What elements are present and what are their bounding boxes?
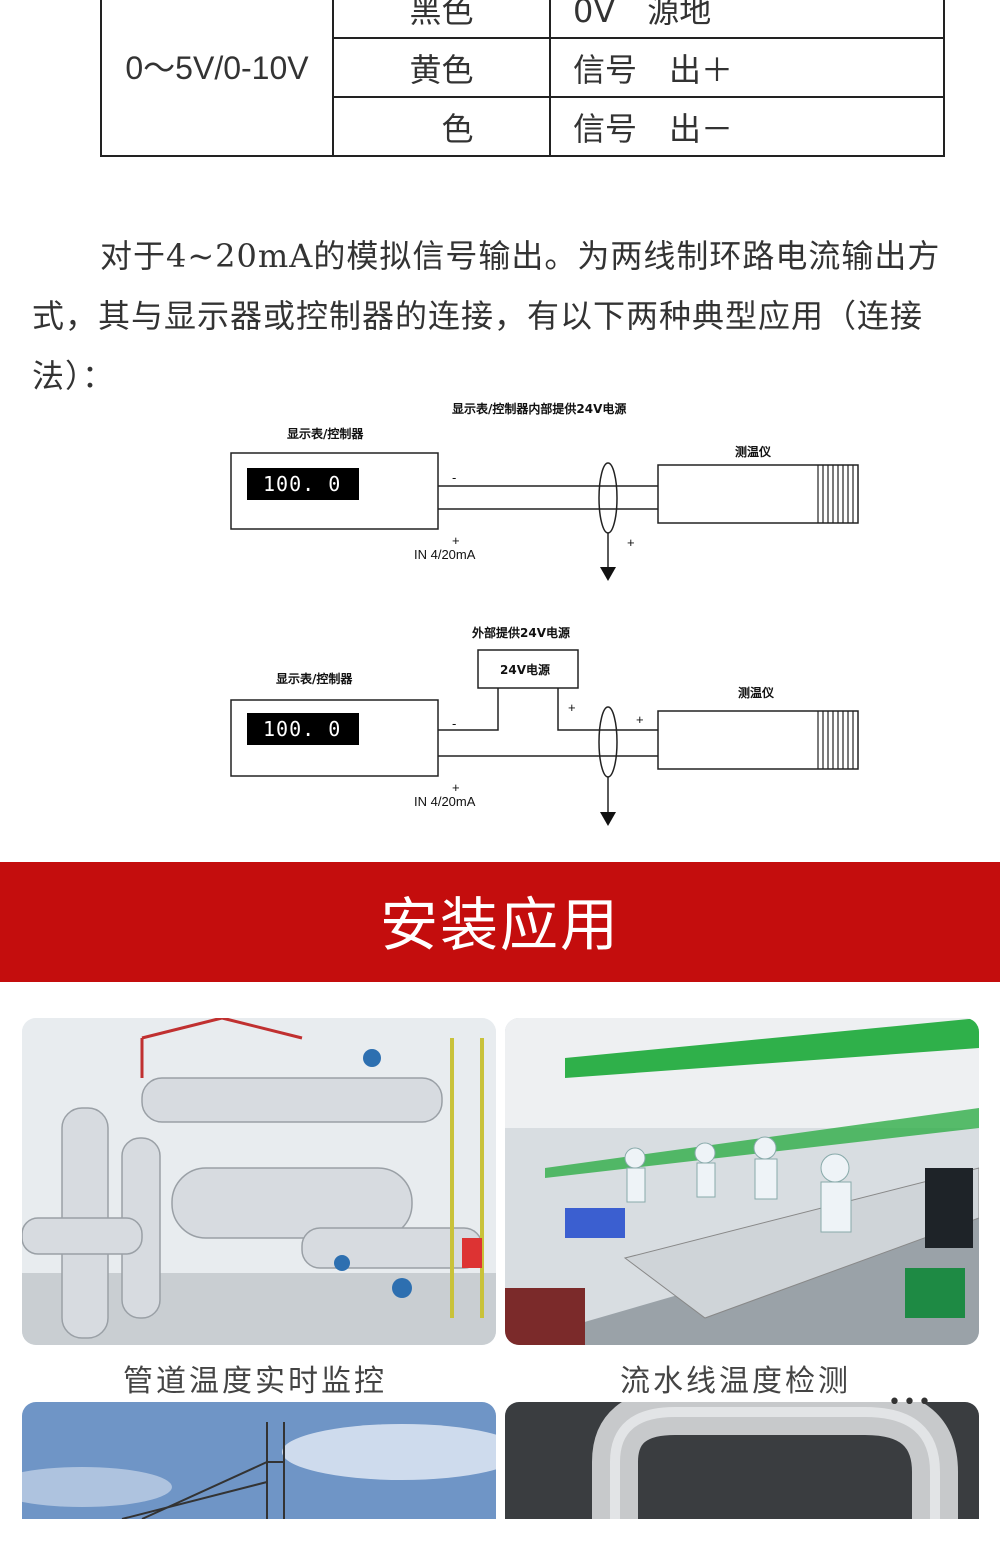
sensor-label: 测温仪 bbox=[735, 444, 772, 459]
pipeline-illustration bbox=[22, 1018, 496, 1345]
plus-sign: + bbox=[636, 712, 644, 727]
plus-sign: + bbox=[452, 533, 460, 548]
wire-function-cell: 信号 出＋ bbox=[549, 37, 945, 98]
sensor-label: 测温仪 bbox=[738, 685, 775, 700]
sensor-grille bbox=[817, 711, 854, 769]
stainless-pipe-illustration bbox=[505, 1402, 979, 1519]
industrial-pipeline-photo bbox=[22, 1018, 496, 1345]
paragraph-line: 式，其与显示器或控制器的连接，有以下两种典型应用（连接 bbox=[32, 297, 924, 335]
display-label: 显示表/控制器 bbox=[287, 426, 364, 441]
application-caption: 流水线温度检测 bbox=[620, 1364, 851, 1399]
application-caption: 管道温度实时监控 bbox=[123, 1364, 387, 1399]
outdoor-structure-photo bbox=[22, 1402, 496, 1542]
table-row: 黄色 信号 出＋ bbox=[101, 37, 945, 98]
wire-function-cell: 信号 出－ bbox=[549, 96, 945, 157]
stainless-pipe-photo bbox=[505, 1402, 979, 1542]
power-supply-label: 24V电源 bbox=[500, 662, 550, 677]
thermometer-sensor bbox=[657, 710, 859, 770]
assembly-line-photo bbox=[505, 1018, 979, 1345]
diagram-title: 显示表/控制器内部提供24V电源 bbox=[452, 401, 626, 416]
sensor-grille bbox=[817, 465, 854, 523]
section-banner: 安装应用 bbox=[0, 862, 1000, 982]
more-options-icon[interactable]: ••• bbox=[888, 1390, 933, 1415]
ground-arrow bbox=[600, 812, 616, 826]
minus-sign: - bbox=[452, 716, 456, 731]
plus-sign: + bbox=[627, 535, 635, 550]
diagram-title: 外部提供24V电源 bbox=[472, 625, 570, 640]
wire-color-cell: 黄色 bbox=[332, 37, 551, 98]
display-screen bbox=[247, 468, 359, 500]
paragraph-line: 对于4~20mA的模拟信号输出。为两线制环路电流输出方 bbox=[100, 237, 941, 275]
paragraph-line: 法）： bbox=[32, 357, 116, 395]
cable-shield bbox=[598, 462, 618, 534]
display-value: 100. 0 bbox=[263, 717, 341, 741]
table-row: 色 信号 出－ bbox=[101, 96, 945, 157]
power-supply-box bbox=[477, 649, 579, 689]
cable-shield bbox=[598, 706, 618, 778]
input-label: IN 4/20mA bbox=[414, 794, 476, 809]
table-row: 0～5V/0-10V 黑色 0V 源地 bbox=[100, 0, 945, 157]
plus-sign: + bbox=[452, 780, 460, 795]
assembly-line-illustration bbox=[505, 1018, 979, 1345]
display-screen bbox=[247, 713, 359, 745]
wiring-table: 0～5V/0-10V 黑色 0V 源地 黄色 信号 出＋ 色 信号 出－ bbox=[100, 0, 945, 157]
outdoor-structure-illustration bbox=[22, 1402, 496, 1520]
wire-color-cell: 色 bbox=[332, 96, 551, 157]
wire-color-cell: 黑色 bbox=[332, 0, 551, 39]
wire-function-cell: 0V 源地 bbox=[549, 0, 945, 39]
signal-range-cell: 0～5V/0-10V bbox=[100, 0, 334, 157]
display-label: 显示表/控制器 bbox=[276, 671, 353, 686]
display-value: 100. 0 bbox=[263, 472, 341, 496]
wiring-diagram-internal-power: 显示表/控制器内部提供24V电源 显示表/控制器 100. 0 - + IN 4… bbox=[230, 401, 859, 581]
plus-sign: + bbox=[568, 700, 576, 715]
wiring-diagram-external-power: 外部提供24V电源 24V电源 显示表/控制器 100. 0 - + IN 4/… bbox=[230, 625, 859, 826]
input-label: IN 4/20mA bbox=[414, 547, 476, 562]
wire-psu-plus bbox=[557, 688, 658, 731]
section-title: 安装应用 bbox=[379, 891, 620, 959]
wire-minus bbox=[438, 688, 499, 731]
ground-arrow bbox=[600, 567, 616, 581]
minus-sign: - bbox=[452, 470, 456, 485]
thermometer-sensor bbox=[657, 464, 859, 524]
